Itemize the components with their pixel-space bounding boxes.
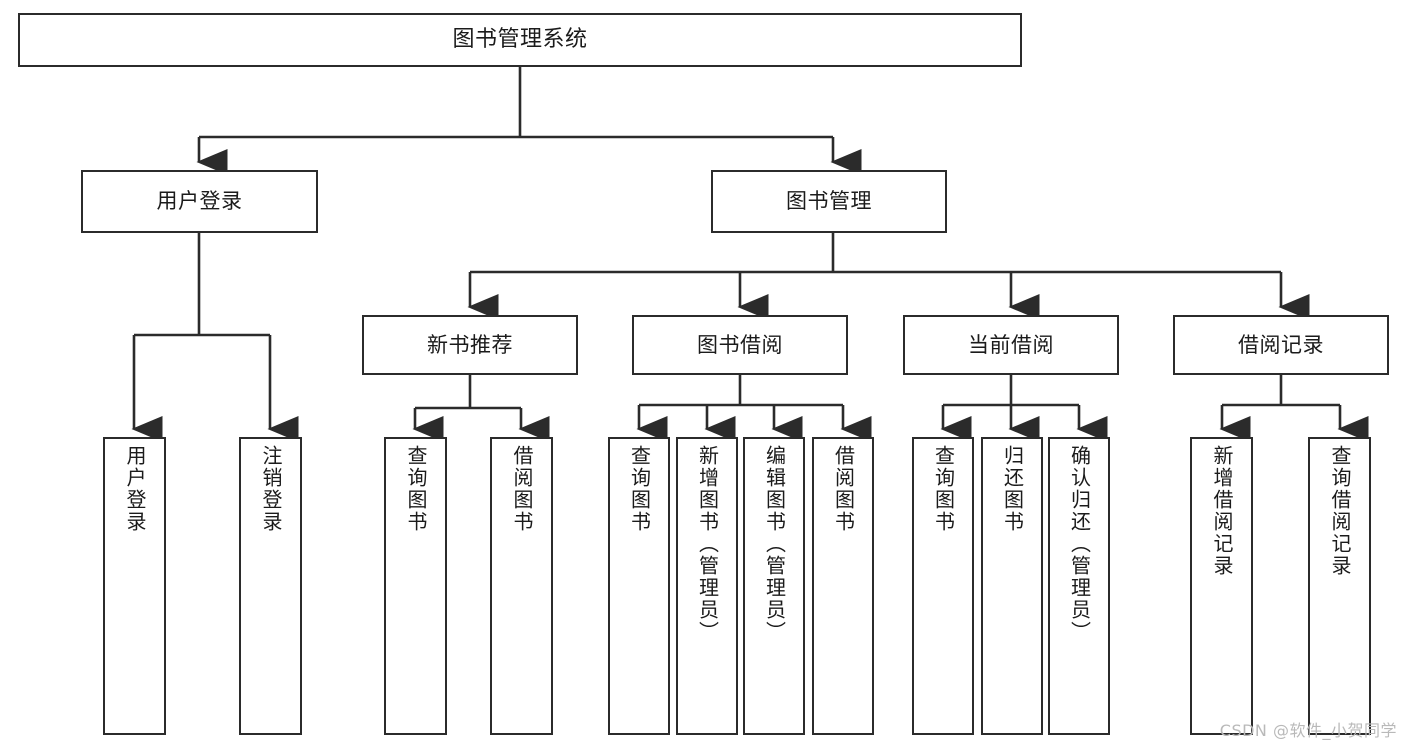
node-leaf-current-borrow-0-label: 查询图书	[931, 445, 956, 533]
node-new-book[interactable]: 新书推荐	[362, 315, 578, 375]
node-book-manage[interactable]: 图书管理	[711, 170, 947, 233]
node-book-borrow-label: 图书借阅	[697, 332, 783, 357]
node-leaf-new-book-0[interactable]: 查询图书	[384, 437, 447, 735]
node-leaf-new-book-0-label: 查询图书	[404, 445, 428, 533]
node-leaf-current-borrow-2-label: 确认归还（管理员）	[1067, 445, 1092, 643]
watermark-text: CSDN @软件_小贺同学	[1219, 721, 1397, 740]
node-leaf-book-borrow-0-label: 查询图书	[627, 445, 652, 533]
node-user-login-label: 用户登录	[156, 189, 243, 214]
node-root-label: 图书管理系统	[452, 27, 588, 53]
node-current-borrow-label: 当前借阅	[968, 332, 1054, 357]
node-current-borrow[interactable]: 当前借阅	[903, 315, 1119, 375]
node-leaf-user-login-0-label: 用户登录	[123, 445, 147, 533]
node-leaf-current-borrow-2[interactable]: 确认归还（管理员）	[1048, 437, 1110, 735]
node-user-login[interactable]: 用户登录	[81, 170, 318, 233]
node-leaf-book-borrow-2-label: 编辑图书（管理员）	[762, 445, 787, 643]
node-leaf-user-login-1[interactable]: 注销登录	[239, 437, 302, 735]
node-leaf-current-borrow-1[interactable]: 归还图书	[981, 437, 1043, 735]
node-leaf-new-book-1[interactable]: 借阅图书	[490, 437, 553, 735]
node-borrow-record[interactable]: 借阅记录	[1173, 315, 1389, 375]
node-leaf-borrow-record-0-label: 新增借阅记录	[1210, 445, 1234, 577]
node-leaf-borrow-record-0[interactable]: 新增借阅记录	[1190, 437, 1253, 735]
node-leaf-current-borrow-0[interactable]: 查询图书	[912, 437, 974, 735]
node-leaf-book-borrow-1-label: 新增图书（管理员）	[695, 445, 720, 643]
node-borrow-record-label: 借阅记录	[1238, 332, 1324, 357]
node-leaf-book-borrow-2[interactable]: 编辑图书（管理员）	[743, 437, 805, 735]
node-leaf-user-login-0[interactable]: 用户登录	[103, 437, 166, 735]
node-leaf-current-borrow-1-label: 归还图书	[1000, 445, 1025, 533]
node-leaf-new-book-1-label: 借阅图书	[510, 445, 534, 533]
node-new-book-label: 新书推荐	[427, 332, 513, 357]
node-leaf-borrow-record-1-label: 查询借阅记录	[1328, 445, 1352, 577]
node-leaf-book-borrow-1[interactable]: 新增图书（管理员）	[676, 437, 738, 735]
node-book-manage-label: 图书管理	[786, 189, 872, 214]
node-leaf-user-login-1-label: 注销登录	[259, 445, 283, 533]
node-book-borrow[interactable]: 图书借阅	[632, 315, 848, 375]
node-leaf-book-borrow-3[interactable]: 借阅图书	[812, 437, 874, 735]
node-root[interactable]: 图书管理系统	[18, 13, 1022, 67]
node-leaf-borrow-record-1[interactable]: 查询借阅记录	[1308, 437, 1371, 735]
node-leaf-book-borrow-3-label: 借阅图书	[831, 445, 856, 533]
node-leaf-book-borrow-0[interactable]: 查询图书	[608, 437, 670, 735]
